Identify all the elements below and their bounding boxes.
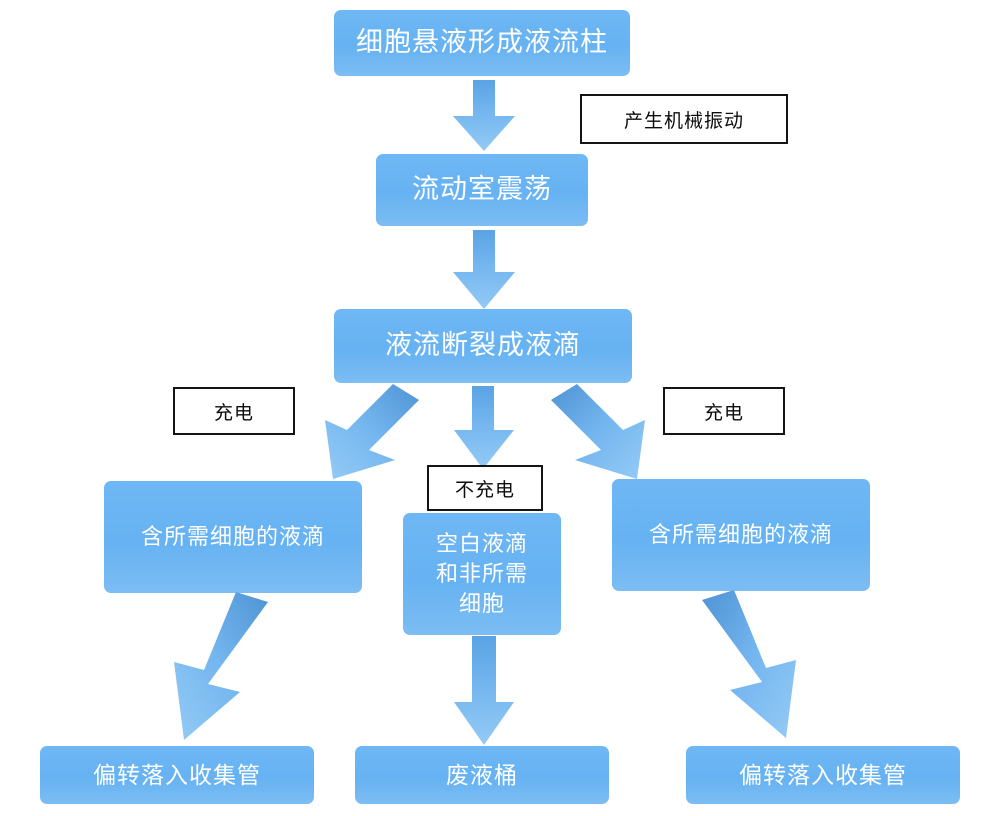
process-box-flow-cell-oscillation[interactable]: 流动室震荡 [376, 154, 588, 226]
annotation-no-charge: 不充电 [427, 465, 543, 511]
process-box-label: 偏转落入收集管 [739, 761, 907, 788]
process-box-label: 流动室震荡 [412, 174, 552, 205]
annotation-label: 充电 [213, 402, 254, 424]
process-box-deflect-to-collection-tube-right[interactable]: 偏转落入收集管 [686, 746, 960, 804]
arrow-down-2 [451, 230, 517, 310]
process-box-label-line2: 和非所需 [435, 561, 528, 587]
arrow-branch-down-left [315, 384, 425, 482]
process-box-label-line3: 细胞 [458, 590, 505, 616]
arrow-branch-down-right [545, 384, 655, 482]
process-box-waste-container[interactable]: 废液桶 [355, 746, 609, 804]
process-box-deflect-to-collection-tube-left[interactable]: 偏转落入收集管 [40, 746, 314, 804]
arrow-result-down-left [150, 592, 270, 744]
arrow-branch-down-center [452, 386, 516, 470]
annotation-charge-right: 充电 [663, 387, 785, 435]
process-box-label: 含所需细胞的液滴 [140, 524, 325, 550]
process-box-label: 细胞悬液形成液流柱 [356, 27, 608, 58]
arrow-down-1 [451, 80, 517, 152]
process-box-label-line1: 空白液滴 [435, 531, 528, 557]
process-box-label: 废液桶 [446, 761, 518, 788]
annotation-label: 不充电 [454, 479, 515, 501]
process-box-blank-and-unwanted-cells[interactable]: 空白液滴 和非所需 细胞 [403, 513, 561, 635]
annotation-label: 充电 [703, 402, 744, 424]
arrow-result-down-right [700, 590, 820, 742]
process-box-cell-suspension-stream[interactable]: 细胞悬液形成液流柱 [334, 10, 630, 76]
arrow-result-down-center [452, 636, 516, 746]
process-box-stream-breaks-into-droplets[interactable]: 液流断裂成液滴 [334, 309, 632, 383]
process-box-label: 液流断裂成液滴 [385, 330, 581, 361]
process-box-target-droplet-right[interactable]: 含所需细胞的液滴 [612, 479, 870, 591]
annotation-charge-left: 充电 [173, 387, 295, 435]
process-box-label: 偏转落入收集管 [93, 761, 261, 788]
annotation-mechanical-vibration: 产生机械振动 [580, 94, 788, 144]
annotation-label: 产生机械振动 [623, 110, 744, 132]
process-box-target-droplet-left[interactable]: 含所需细胞的液滴 [104, 481, 362, 593]
process-box-label: 含所需细胞的液滴 [648, 522, 833, 548]
